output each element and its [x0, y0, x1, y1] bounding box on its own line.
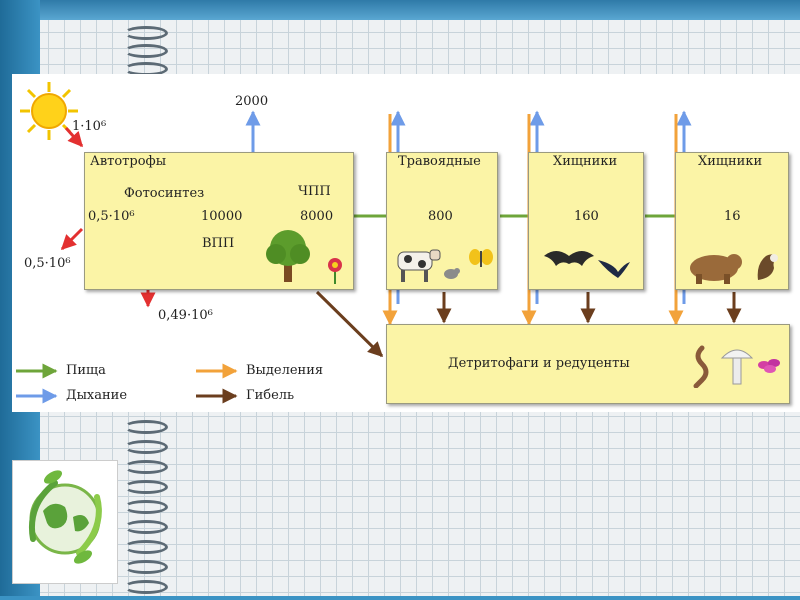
- mushroom-icon: [720, 349, 754, 385]
- photosynthesis-label: Фотосинтез: [124, 186, 205, 201]
- energy-flow-diagram: 1·10⁶: [12, 74, 800, 412]
- tree-icon: [266, 230, 310, 282]
- eagle-icon: [757, 254, 778, 280]
- detritus-title: Детритофаги и редуценты: [448, 356, 630, 371]
- detritus-box: [386, 324, 790, 404]
- reflected-value: 0,5·10⁶: [24, 256, 71, 271]
- microorganism-icon: [758, 359, 780, 373]
- legend-excretion: Выделения: [246, 363, 324, 378]
- slide-bottom-bar: [0, 596, 800, 600]
- flower-icon: [328, 258, 342, 284]
- butterfly-icon: [469, 249, 493, 267]
- sun-icon: [20, 82, 78, 140]
- reflected-arrow: [60, 227, 84, 251]
- herbivores-title: Травоядные: [398, 154, 481, 169]
- legend-death: Гибель: [246, 388, 295, 403]
- predators2-title: Хищники: [698, 154, 763, 169]
- respiration-top-value: 2000: [235, 94, 269, 109]
- predators2-value: 16: [724, 209, 741, 224]
- vpp-label: ВПП: [202, 236, 235, 251]
- sun-energy-value: 1·10⁶: [72, 119, 107, 134]
- absorbed-value: 0,5·10⁶: [88, 209, 135, 224]
- bear-icon: [690, 254, 742, 284]
- predators1-value: 160: [574, 209, 599, 224]
- chpp-label: ЧПП: [298, 184, 331, 199]
- predators1-title: Хищники: [553, 154, 618, 169]
- gross-value: 10000: [201, 209, 243, 224]
- sun-input-arrow: [64, 127, 84, 148]
- eco-globe-logo: [12, 460, 118, 584]
- legend-food: Пища: [66, 363, 106, 378]
- autotrophs-box: [84, 152, 354, 290]
- lost-energy-value: 0,49·10⁶: [158, 308, 213, 323]
- net-value: 8000: [300, 209, 334, 224]
- worm-icon: [693, 345, 709, 388]
- herbivores-value: 800: [428, 209, 453, 224]
- bird-icon: [598, 260, 630, 278]
- autotrophs-title: Автотрофы: [90, 154, 167, 169]
- legend-respiration: Дыхание: [66, 388, 128, 403]
- autotroph-death-arrow: [315, 290, 384, 358]
- mouse-icon: [444, 268, 460, 279]
- bat-icon: [544, 251, 594, 266]
- slide-top-bar: [0, 0, 800, 20]
- cow-icon: [397, 249, 441, 282]
